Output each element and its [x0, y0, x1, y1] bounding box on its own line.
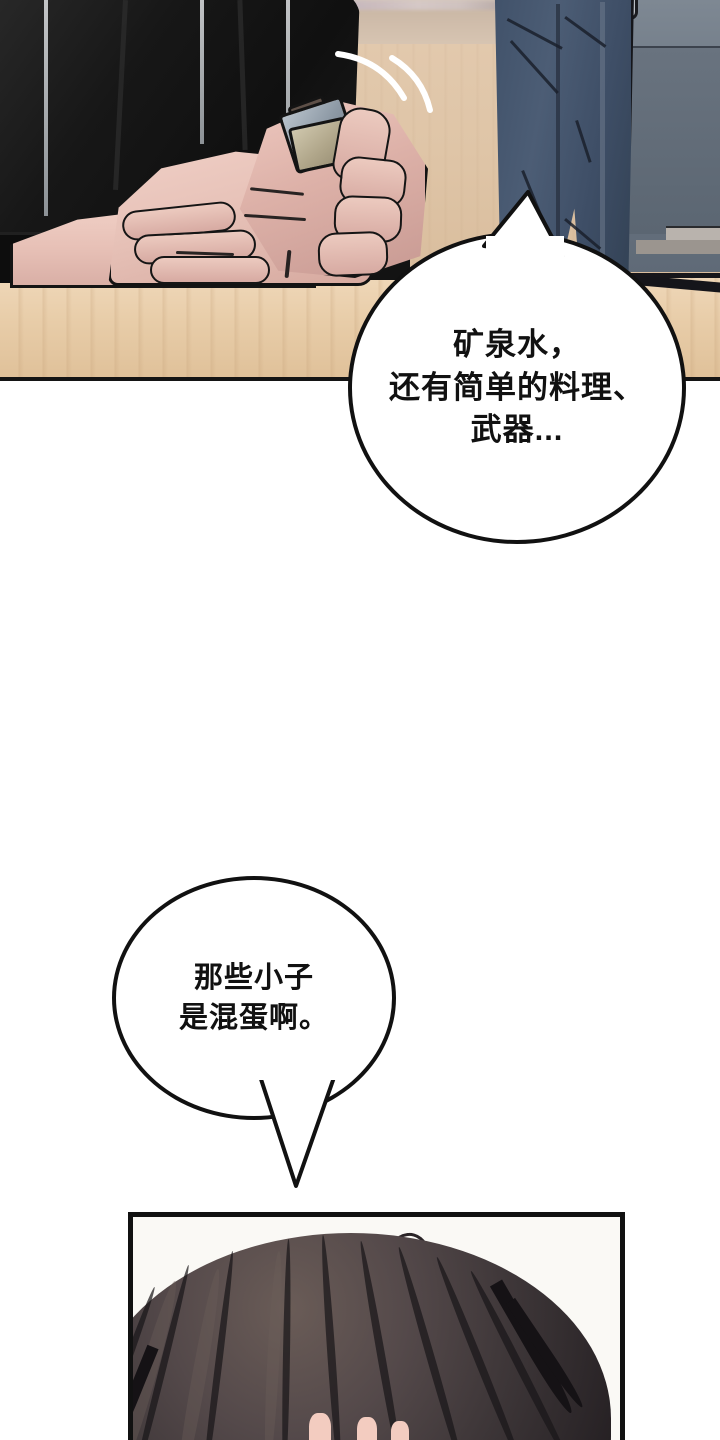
background-shelf-upper: [666, 226, 720, 244]
jacket-stripe: [200, 0, 204, 144]
background-shelf-lower: [636, 240, 720, 254]
motion-lines-icon: [335, 51, 433, 113]
jeans-side-seam: [600, 2, 605, 270]
jeans-center-seam: [556, 4, 560, 280]
jacket-stripe: [44, 0, 48, 216]
comic-panel-bottom: [128, 1212, 625, 1440]
speech-bubble-1-tail: [482, 190, 564, 262]
background-grey-cabinet: [626, 46, 720, 234]
speech-bubble-1: 矿泉水， 还有简单的料理、 武器...: [348, 232, 686, 544]
speech-bubble-2-tail: [254, 1056, 346, 1188]
comic-panel-top: [0, 0, 720, 381]
forehead-skin: [309, 1413, 331, 1440]
forehead-skin: [391, 1421, 409, 1440]
forehead-skin: [357, 1417, 377, 1440]
finger: [150, 256, 270, 284]
speech-bubble-1-text: 矿泉水， 还有简单的料理、 武器...: [389, 326, 645, 448]
finger-pinky: [317, 230, 389, 278]
speech-bubble-2-text: 那些小子 是混蛋啊。: [178, 961, 329, 1034]
